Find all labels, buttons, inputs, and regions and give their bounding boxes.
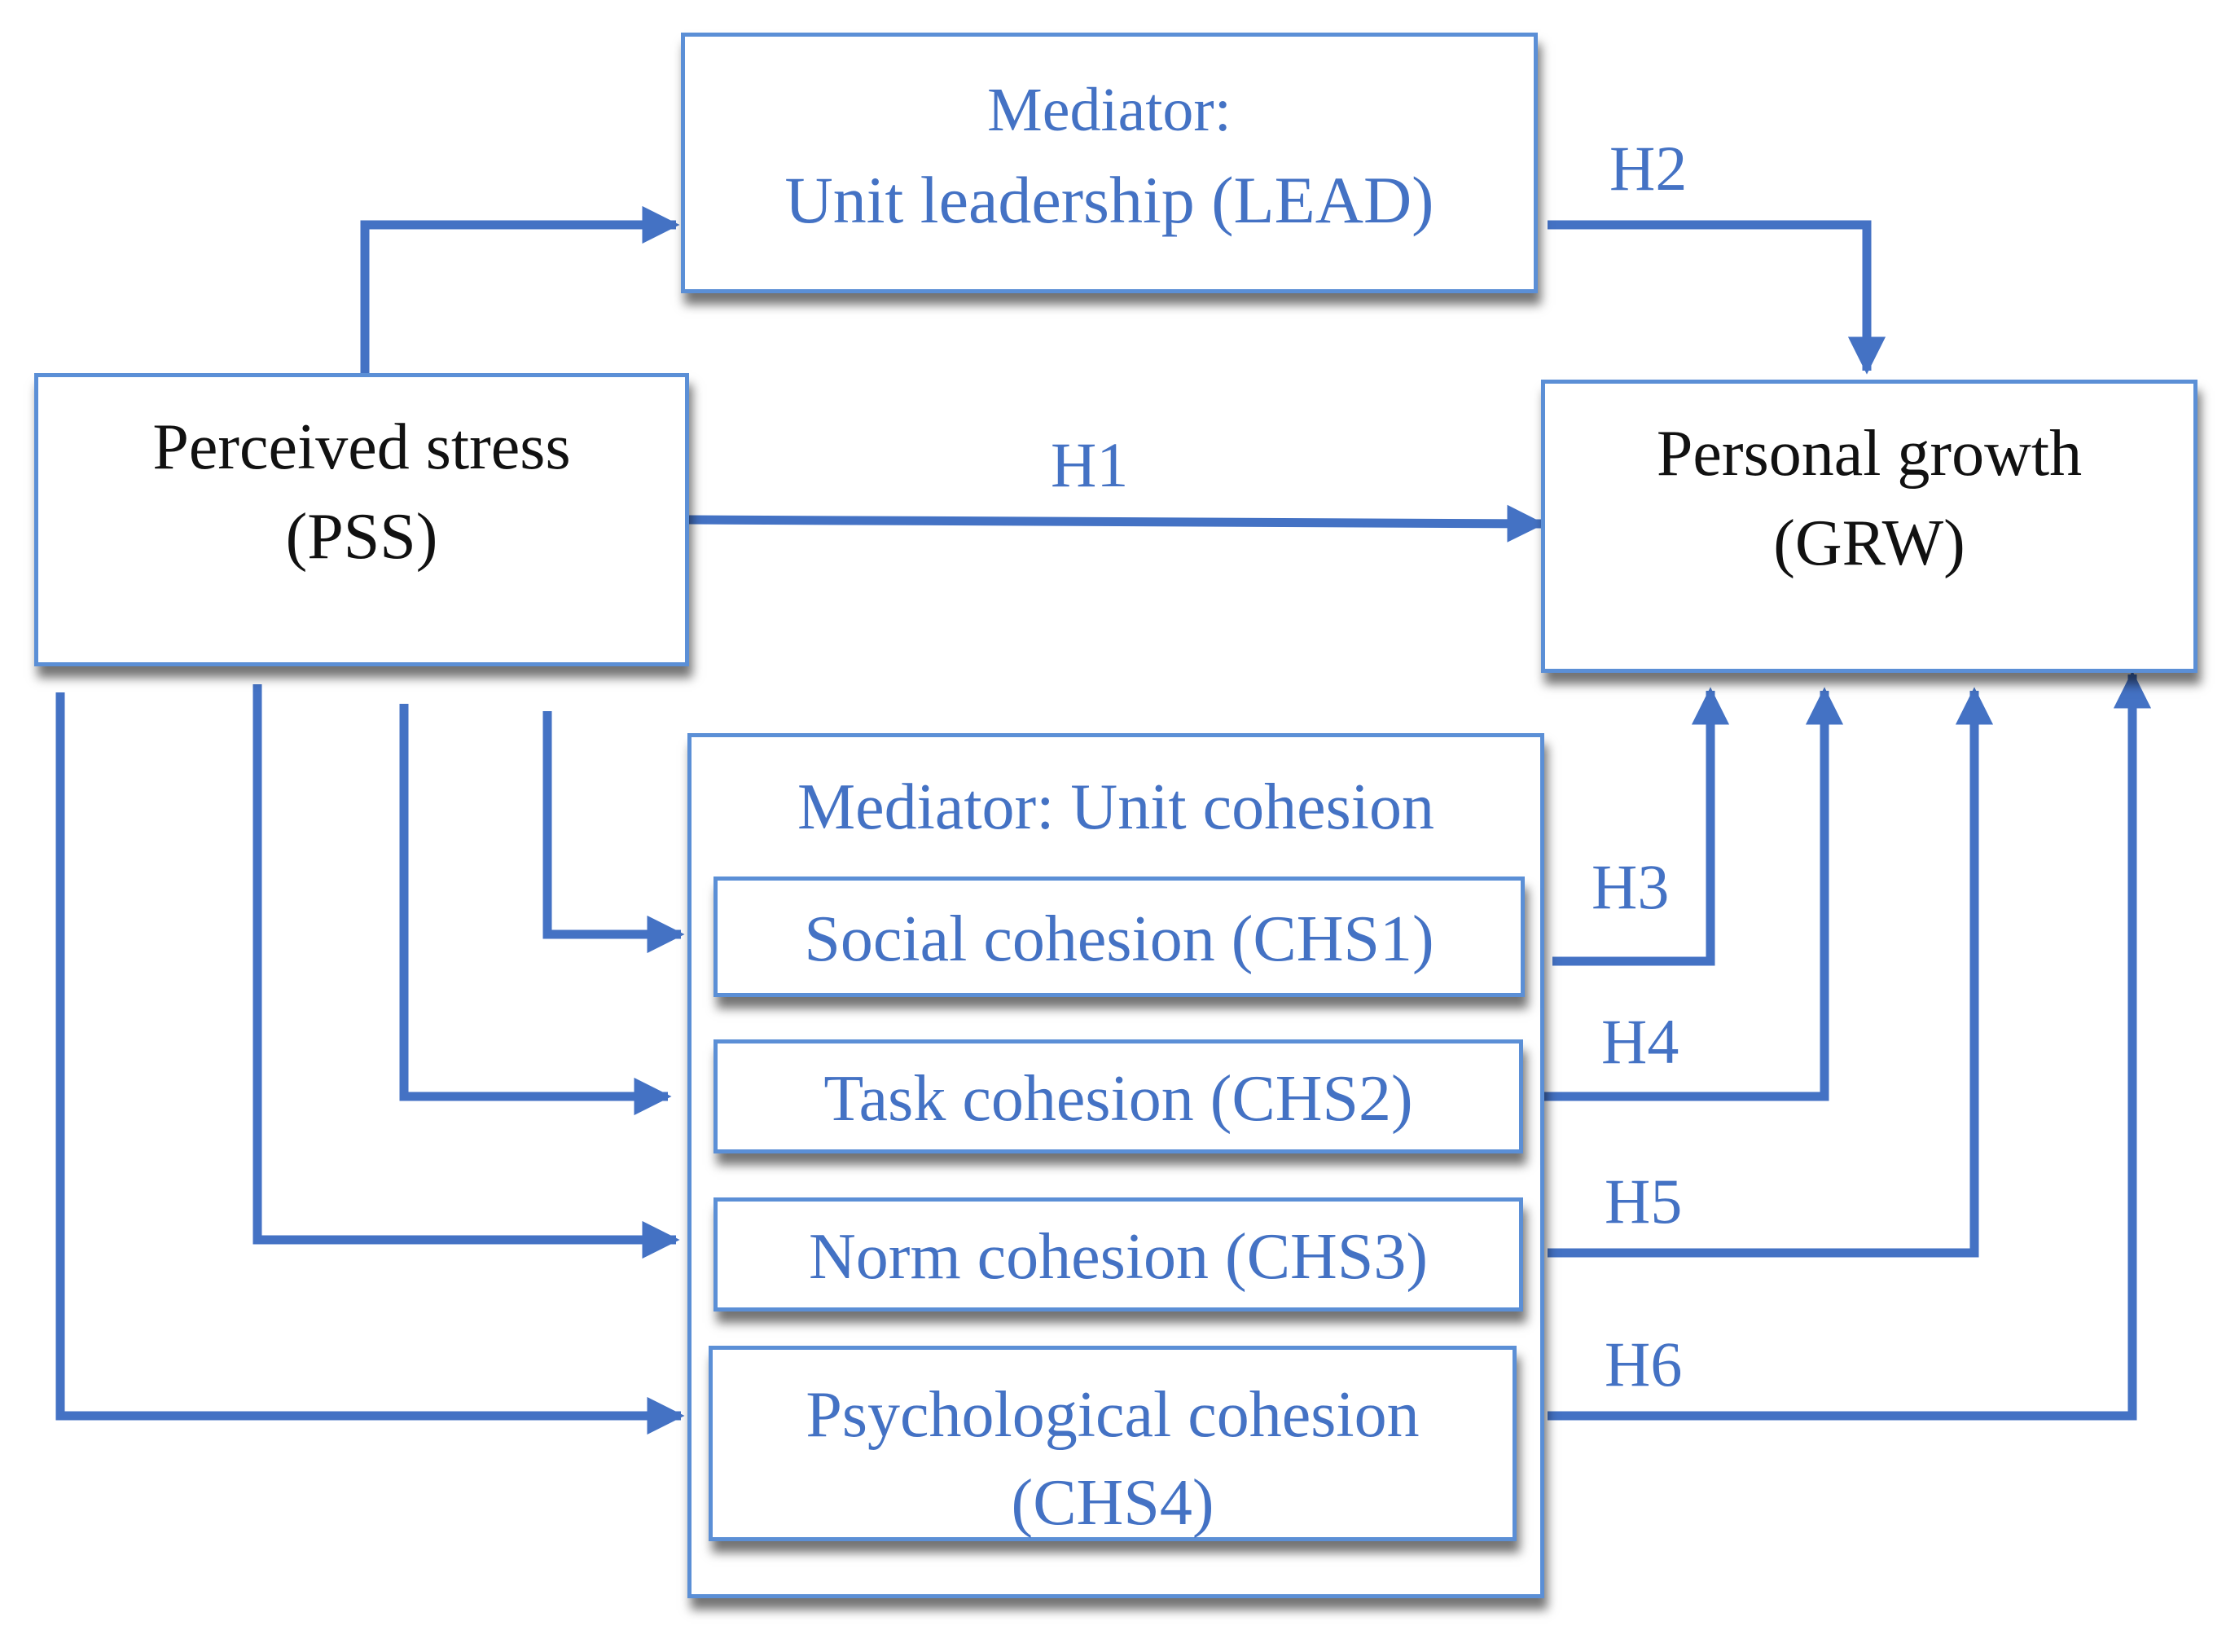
arrow-pss-to-chs1 [542, 711, 685, 954]
arrow-h2-lead-to-grw [1548, 220, 1886, 375]
hypothesis-h2-label: H2 [1609, 133, 1688, 204]
arrow-h6-chs4-to-grw [1548, 670, 2152, 1421]
task-cohesion-box: Task cohesion (CHS2) [713, 1039, 1523, 1153]
social-cohesion-box: Social cohesion (CHS1) [713, 877, 1525, 997]
cohesion-mediator-title: Mediator: Unit cohesion [797, 771, 1435, 843]
leadership-mediator-box: Mediator: Unit leadership (LEAD) [681, 33, 1538, 293]
arrow-h5-chs3-to-grw [1548, 687, 1994, 1258]
hypothesis-h1-label: H1 [1051, 429, 1129, 500]
arrow-h3-chs1-to-grw [1552, 687, 1730, 966]
hypothesis-h4-label: H4 [1601, 1006, 1679, 1077]
task-cohesion-label: Task cohesion (CHS2) [823, 1063, 1413, 1135]
arrow-pss-to-chs4 [55, 692, 685, 1435]
psychological-cohesion-box: Psychological cohesion (CHS4) [709, 1346, 1517, 1541]
norm-cohesion-box: Norm cohesion (CHS3) [713, 1197, 1523, 1311]
hypothesis-h3-label: H3 [1592, 851, 1670, 922]
arrow-pss-to-chs3 [252, 684, 680, 1259]
hypothesis-h6-label: H6 [1605, 1329, 1683, 1399]
norm-cohesion-label: Norm cohesion (CHS3) [809, 1221, 1428, 1293]
psychological-cohesion-label: Psychological cohesion [806, 1379, 1420, 1451]
perceived-stress-label: Perceived stress [152, 411, 571, 483]
leadership-name: Unit leadership (LEAD) [784, 163, 1434, 237]
perceived-stress-abbrev: (PSS) [285, 501, 438, 573]
psychological-cohesion-abbrev: (CHS4) [1011, 1467, 1214, 1539]
perceived-stress-box: Perceived stress (PSS) [34, 373, 689, 666]
arrow-pss-to-lead [360, 205, 680, 375]
hypothesis-h5-label: H5 [1605, 1166, 1683, 1237]
personal-growth-box: Personal growth (GRW) [1541, 380, 2197, 673]
arrow-h1-pss-to-grw [688, 504, 1545, 543]
personal-growth-abbrev: (GRW) [1773, 507, 1965, 579]
leadership-mediator-label: Mediator: [987, 76, 1232, 144]
arrow-pss-to-chs2 [399, 704, 672, 1116]
personal-growth-label: Personal growth [1656, 418, 2083, 490]
arrow-h4-chs2-to-grw [1507, 687, 1844, 1101]
social-cohesion-label: Social cohesion (CHS1) [804, 903, 1434, 975]
